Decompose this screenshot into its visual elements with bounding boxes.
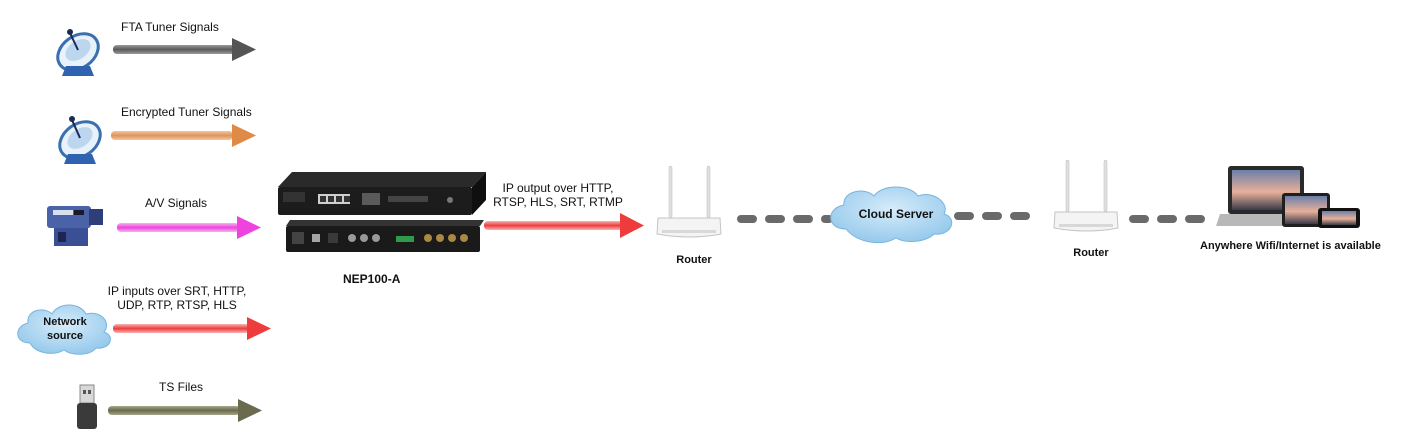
arrow-ip-inputs xyxy=(113,317,271,340)
router1-label: Router xyxy=(676,254,712,266)
router2-label: Router xyxy=(1073,247,1109,259)
input-label-fta: FTA Tuner Signals xyxy=(121,20,219,34)
arrow-encrypted xyxy=(111,124,256,147)
device-label: NEP100-A xyxy=(343,272,401,286)
satellite-dish-icon xyxy=(56,29,100,76)
cloud-server-label: Cloud Server xyxy=(858,207,934,221)
input-label-ip: IP inputs over SRT, HTTP, UDP, RTP, RTSP… xyxy=(107,284,247,312)
router-icon xyxy=(656,165,722,238)
nep100-device-image xyxy=(278,172,486,252)
arrow-av xyxy=(117,216,261,239)
laptop-tablet-phone-icon xyxy=(1216,166,1360,228)
usb-drive-icon xyxy=(77,384,97,429)
input-label-av: A/V Signals xyxy=(145,196,208,210)
network-source-label: Network source xyxy=(43,316,87,342)
cloud-server-icon xyxy=(830,186,953,244)
arrow-fta xyxy=(113,38,256,61)
router-icon xyxy=(1053,159,1119,232)
output-label: IP output over HTTP, RTSP, HLS, SRT, RTM… xyxy=(493,181,623,209)
endpoint-label: Anywhere Wifi/Internet is available xyxy=(1200,240,1381,252)
arrow-ip-output xyxy=(484,213,644,238)
input-label-encrypted: Encrypted Tuner Signals xyxy=(121,105,252,119)
satellite-dish-icon xyxy=(58,116,102,164)
arrow-ts-files xyxy=(108,399,262,422)
video-camera-icon xyxy=(47,206,103,246)
input-label-ts: TS Files xyxy=(159,380,204,394)
cloud-icon xyxy=(17,304,111,355)
